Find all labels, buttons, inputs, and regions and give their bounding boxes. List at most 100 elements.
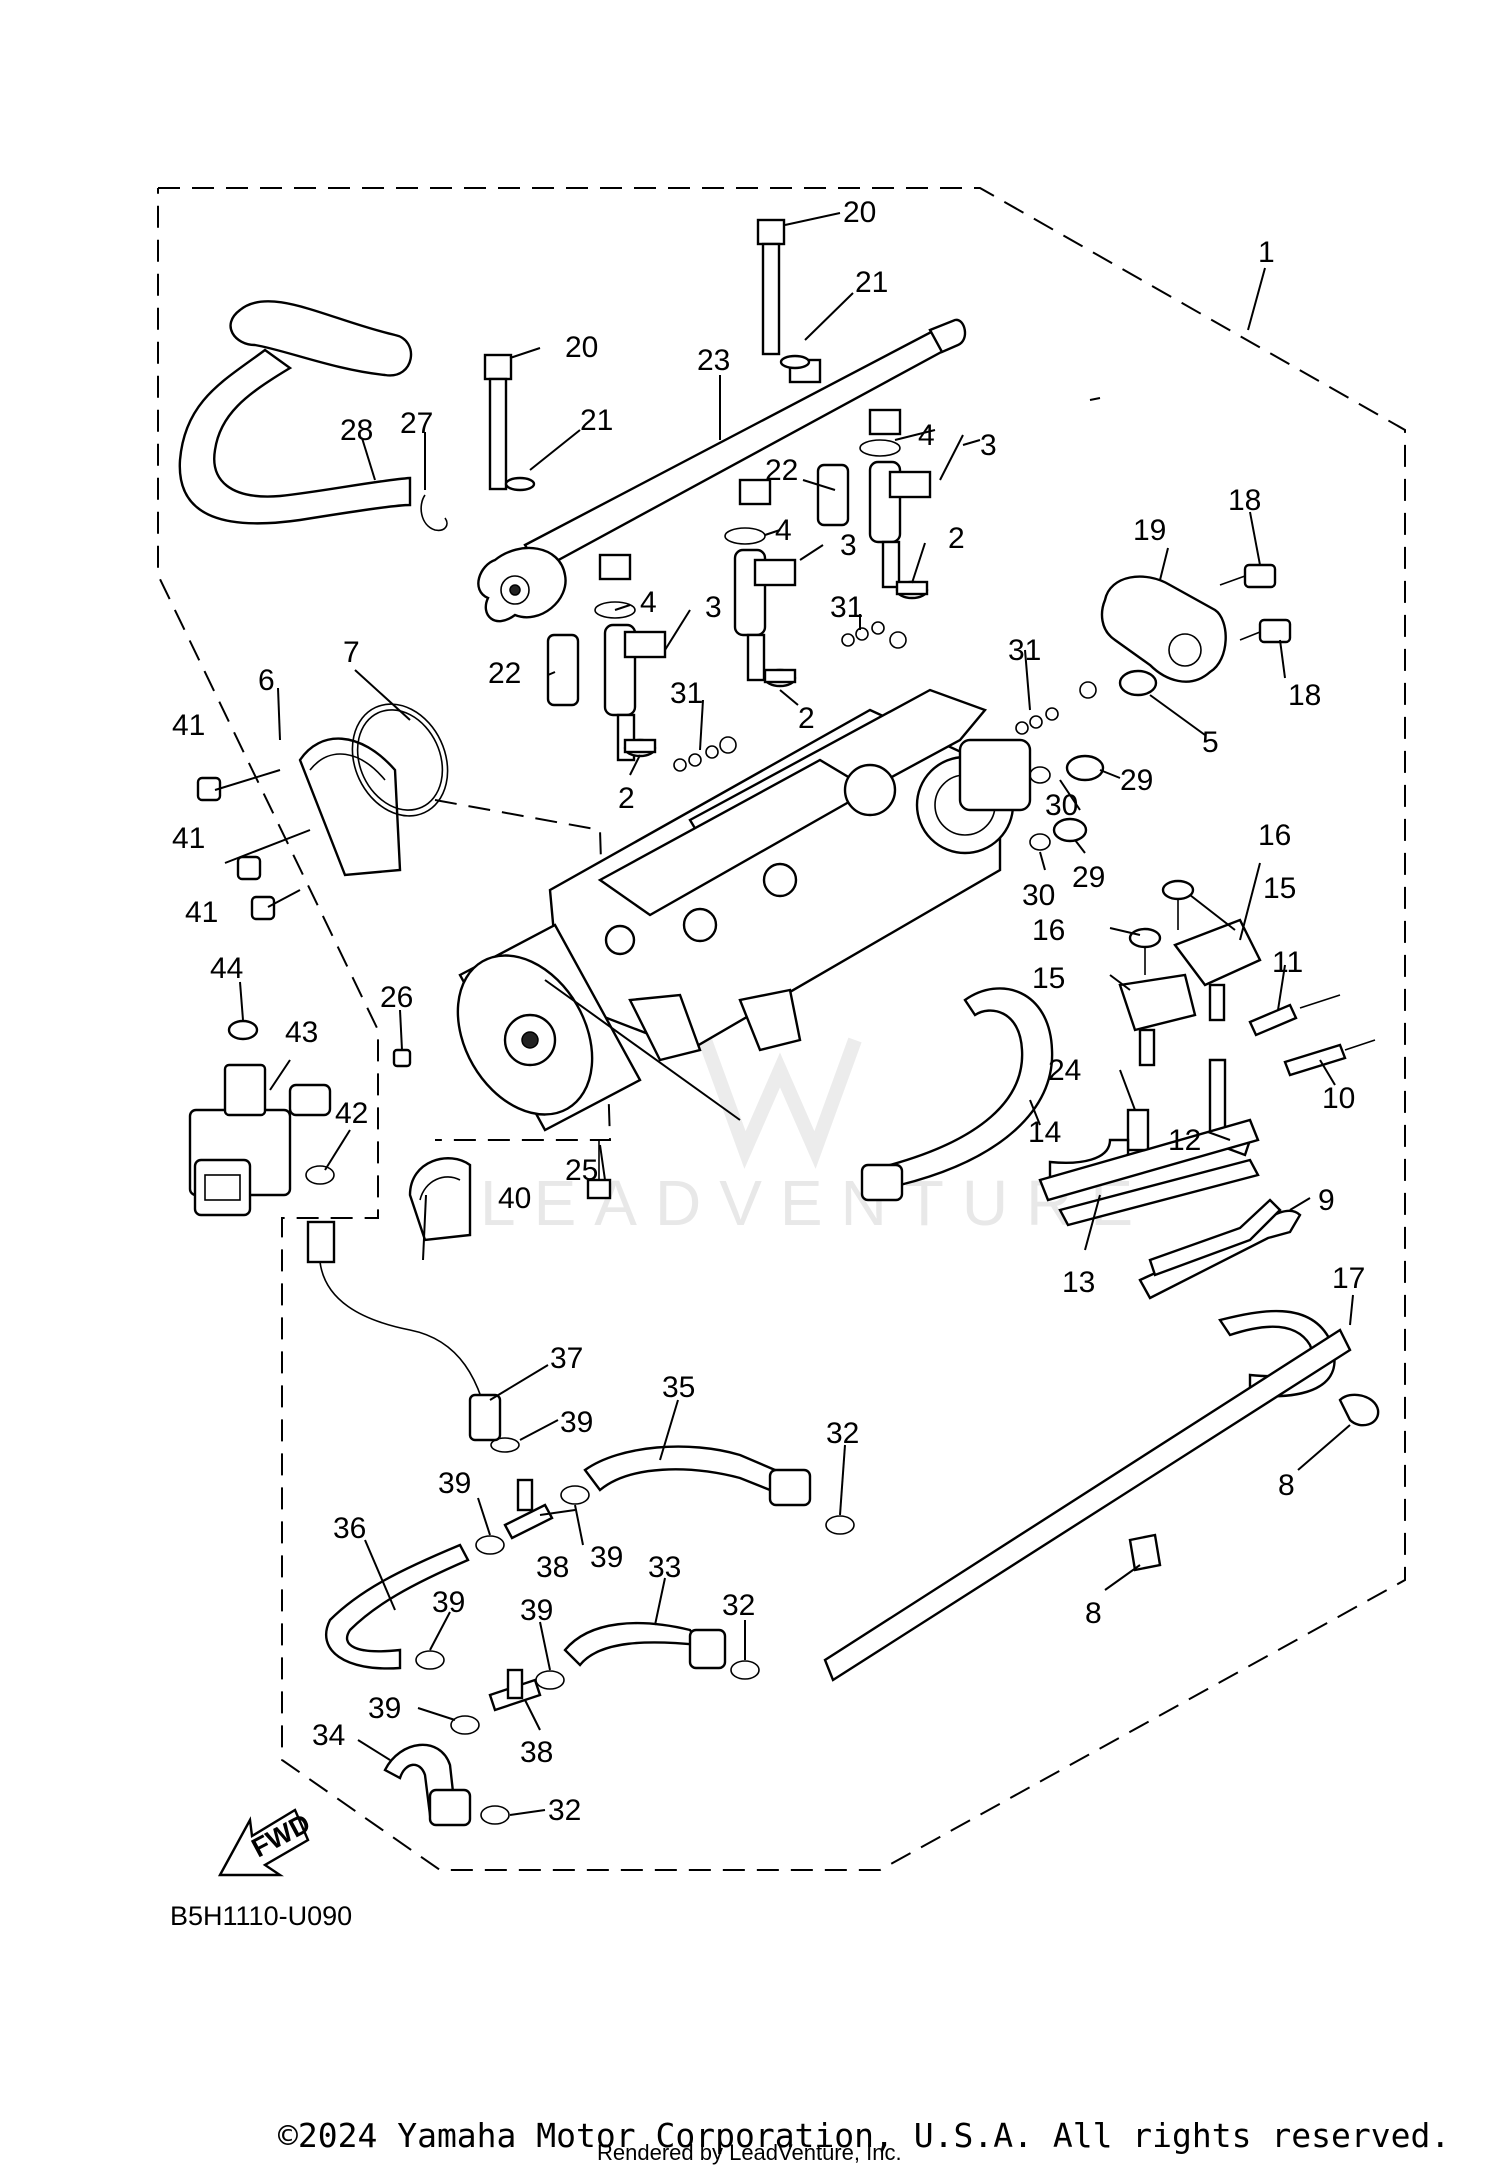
part-label-14: 14	[1028, 1116, 1061, 1149]
part-label-41: 41	[172, 709, 205, 742]
hose-35	[583, 1445, 812, 1507]
screws-16	[1128, 879, 1195, 975]
part-label-31: 31	[830, 591, 863, 624]
part-label-11: 11	[1272, 946, 1303, 979]
part-labels: 1 2 2 2 3 3 3 4 4 4 5 6 7 8 8 9 10 11 12…	[172, 196, 1365, 1827]
hose-14	[860, 987, 1054, 1202]
part-label-31: 31	[1008, 634, 1041, 667]
seal-2-set	[623, 580, 929, 758]
part-label-44: 44	[210, 952, 243, 985]
part-label-16: 16	[1032, 914, 1065, 947]
diagram-code: B5H1110-U090	[170, 1901, 352, 1931]
part-label-37: 37	[550, 1342, 583, 1375]
part-label-33: 33	[648, 1551, 681, 1584]
hose-13	[1038, 1118, 1260, 1227]
sensor-19	[1100, 575, 1227, 697]
part-label-9: 9	[1318, 1184, 1335, 1217]
part-label-12: 12	[1168, 1124, 1201, 1157]
nut-44	[227, 1019, 259, 1041]
spring-clips	[305, 1165, 855, 1825]
bolt-20-right	[756, 218, 811, 370]
part-label-22: 22	[765, 454, 798, 487]
part-label-31: 31	[670, 677, 703, 710]
part-label-29: 29	[1072, 861, 1105, 894]
fwd-arrow: FWD	[217, 1808, 315, 1877]
part-label-23: 23	[697, 344, 730, 377]
t-fittings-38	[488, 1478, 554, 1712]
clips-8	[1128, 1393, 1380, 1572]
part-label-16: 16	[1258, 819, 1291, 852]
hose-37	[306, 1220, 502, 1442]
part-label-25: 25	[565, 1154, 598, 1187]
part-label-27: 27	[400, 407, 433, 440]
clamp-40	[408, 1157, 472, 1242]
sensor-15-lower	[1118, 973, 1197, 1067]
part-label-34: 34	[312, 1719, 345, 1752]
hose-11	[1248, 994, 1341, 1037]
part-label-32: 32	[826, 1417, 859, 1450]
part-label-39: 39	[560, 1406, 593, 1439]
part-label-3: 3	[980, 429, 997, 462]
part-label-8: 8	[1278, 1469, 1295, 1502]
part-label-5: 5	[1202, 726, 1219, 759]
part-label-29: 29	[1120, 764, 1153, 797]
part-label-20: 20	[843, 196, 876, 229]
fitting-10	[1283, 1039, 1376, 1077]
part-label-43: 43	[285, 1016, 318, 1049]
cover-6	[298, 737, 402, 877]
part-label-26: 26	[380, 981, 413, 1014]
part-label-30: 30	[1045, 789, 1078, 822]
solenoid-43	[188, 1063, 332, 1217]
part-label-4: 4	[640, 586, 657, 619]
part-label-15: 15	[1263, 872, 1296, 905]
copyright-notice: ©2024 Yamaha Motor Corporation, U.S.A. A…	[278, 2116, 1450, 2155]
fuel-rail	[477, 318, 967, 623]
injector-3-right	[859, 439, 932, 589]
sensor-15-upper	[1173, 918, 1262, 1022]
part-label-2: 2	[948, 522, 965, 555]
part-label-4: 4	[775, 514, 792, 547]
part-label-2: 2	[798, 702, 815, 735]
bolt-20-left	[483, 353, 536, 492]
hose-36	[324, 1543, 470, 1670]
part-label-32: 32	[722, 1589, 755, 1622]
part-label-39: 39	[520, 1594, 553, 1627]
part-label-6: 6	[258, 664, 275, 697]
part-label-42: 42	[335, 1097, 368, 1130]
part-label-39: 39	[368, 1692, 401, 1725]
part-label-8: 8	[1085, 1597, 1102, 1630]
part-label-36: 36	[333, 1512, 366, 1545]
bolt-18-set	[1219, 563, 1292, 644]
hose-33	[563, 1621, 727, 1670]
part-label-4: 4	[918, 419, 935, 452]
caps-29	[1029, 754, 1105, 851]
part-label-3: 3	[840, 529, 857, 562]
part-label-7: 7	[343, 636, 360, 669]
part-label-15: 15	[1032, 962, 1065, 995]
gasket-7	[351, 703, 449, 817]
part-label-41: 41	[172, 822, 205, 855]
part-label-18: 18	[1228, 484, 1261, 517]
part-label-41: 41	[185, 896, 218, 929]
part-label-19: 19	[1133, 514, 1166, 547]
part-label-3: 3	[705, 591, 722, 624]
spacer-22-left	[546, 633, 580, 707]
clip-27	[420, 494, 448, 532]
part-label-18: 18	[1288, 679, 1321, 712]
part-label-28: 28	[340, 414, 373, 447]
part-label-22: 22	[488, 657, 521, 690]
hose-28	[178, 300, 413, 525]
spacer-22-right	[816, 463, 850, 527]
part-label-40: 40	[498, 1182, 531, 1215]
part-label-38: 38	[536, 1551, 569, 1584]
part-label-38: 38	[520, 1736, 553, 1769]
part-label-20: 20	[565, 331, 598, 364]
hose-17	[823, 1309, 1352, 1682]
part-label-24: 24	[1048, 1054, 1081, 1087]
part-label-39: 39	[438, 1467, 471, 1500]
rendered-by-notice: Rendered by LeadVenture, Inc.	[597, 2140, 902, 2165]
part-label-21: 21	[580, 404, 613, 437]
part-label-39: 39	[590, 1541, 623, 1574]
